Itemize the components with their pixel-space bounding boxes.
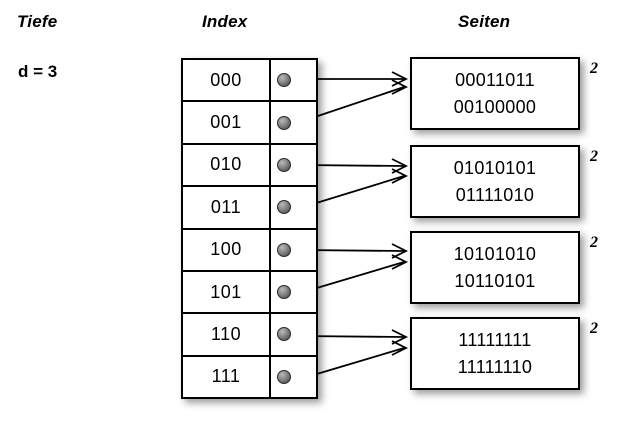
index-key: 110 xyxy=(183,314,271,355)
arrow-head-101 xyxy=(391,254,409,270)
gray-sphere-pointer-icon xyxy=(277,285,291,300)
index-key: 101 xyxy=(183,271,271,313)
arrow-head-001 xyxy=(391,79,409,95)
data-page-box[interactable]: 01010101 01111010 xyxy=(410,145,580,218)
page-local-depth: 2 xyxy=(590,234,598,251)
index-pointer-cell[interactable] xyxy=(271,187,316,227)
gray-sphere-pointer-icon xyxy=(277,200,291,215)
index-row[interactable]: 000 xyxy=(183,60,316,103)
data-page-box[interactable]: 10101010 10110101 xyxy=(410,231,580,304)
index-pointer-cell[interactable] xyxy=(271,230,316,270)
page-record: 00011011 xyxy=(455,70,535,91)
index-key: 001 xyxy=(183,102,271,143)
index-pointer-cell[interactable] xyxy=(271,314,316,354)
page-record: 11111110 xyxy=(457,356,533,377)
arrow-head-111 xyxy=(391,340,409,356)
index-key: 111 xyxy=(183,356,271,397)
index-key: 011 xyxy=(183,187,271,228)
gray-sphere-pointer-icon xyxy=(277,157,291,172)
arrow-head-110 xyxy=(391,329,409,345)
index-row[interactable]: 001 xyxy=(183,102,316,145)
index-pointer-cell[interactable] xyxy=(271,272,316,312)
index-key: 000 xyxy=(183,60,271,101)
gray-sphere-pointer-icon xyxy=(277,73,291,88)
arrow-head-010 xyxy=(391,158,409,174)
index-pointer-cell[interactable] xyxy=(271,145,316,185)
page-local-depth: 2 xyxy=(590,60,598,77)
page-record: 01010101 xyxy=(453,158,537,179)
page-record: 01111010 xyxy=(455,184,535,205)
index-row[interactable]: 111 xyxy=(183,356,316,397)
index-pointer-cell[interactable] xyxy=(271,357,316,397)
column-heading-seiten: Seiten xyxy=(458,12,511,31)
arrow-head-000 xyxy=(391,71,409,87)
gray-sphere-pointer-icon xyxy=(277,115,291,130)
index-row[interactable]: 110 xyxy=(183,314,316,357)
index-row[interactable]: 101 xyxy=(183,271,316,315)
gray-sphere-pointer-icon xyxy=(277,369,291,384)
index-row[interactable]: 100 xyxy=(183,229,316,272)
index-row[interactable]: 011 xyxy=(183,187,316,230)
data-page-box[interactable]: 11111111 11111110 xyxy=(410,317,580,390)
index-row[interactable]: 010 xyxy=(183,144,316,188)
gray-sphere-pointer-icon xyxy=(277,327,291,342)
arrow-head-011 xyxy=(391,168,409,184)
index-key: 100 xyxy=(183,229,271,270)
global-depth-label: d = 3 xyxy=(18,62,58,81)
index-pointer-cell[interactable] xyxy=(271,60,316,100)
page-record: 11111111 xyxy=(458,330,532,351)
index-key: 010 xyxy=(183,144,271,186)
index-directory-table: 000 001 010 011 100 xyxy=(181,58,318,399)
page-record: 00100000 xyxy=(453,96,537,117)
column-heading-tiefe: Tiefe xyxy=(17,12,58,31)
page-record: 10101010 xyxy=(453,244,537,265)
page-local-depth: 2 xyxy=(590,320,598,337)
page-local-depth: 2 xyxy=(590,148,598,165)
index-pointer-cell[interactable] xyxy=(271,102,316,142)
column-heading-index: Index xyxy=(202,12,248,31)
arrow-head-100 xyxy=(391,243,409,259)
page-record: 10110101 xyxy=(454,270,536,291)
gray-sphere-pointer-icon xyxy=(277,242,291,257)
data-page-box[interactable]: 00011011 00100000 xyxy=(410,57,580,130)
